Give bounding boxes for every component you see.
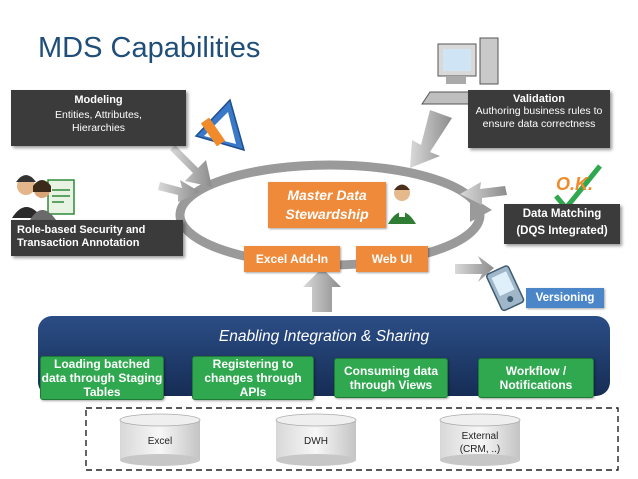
page-title: MDS Capabilities [38, 32, 261, 64]
database-label-excel: Excel [147, 436, 173, 447]
integration-box-views: Consuming data through Views [334, 358, 448, 398]
arrow-from-data-matching [460, 182, 507, 205]
integration-box-staging: Loading batched data through Staging Tab… [40, 356, 164, 400]
versioning-box: Versioning [526, 288, 604, 308]
data-matching-box: Data Matching (DQS Integrated) [504, 204, 620, 244]
modeling-heading: Modeling [74, 94, 123, 106]
cycle-arrowhead [470, 196, 492, 222]
arrow-from-versioning [455, 256, 494, 282]
validation-heading: Validation [513, 93, 565, 105]
validation-box: Validation Authoring business rules to e… [468, 90, 610, 148]
computer-clipart-icon [421, 37, 499, 105]
database-container [85, 407, 619, 471]
integration-band [38, 316, 610, 396]
modeling-description: Entities, Attributes, Hierarchies [55, 109, 142, 134]
integration-banner: Enabling Integration & Sharing [218, 328, 430, 345]
master-data-stewardship-box: Master Data Stewardship [268, 182, 386, 228]
database-dwh [275, 413, 357, 466]
arrow-from-validation [410, 110, 452, 168]
arrow-from-security [158, 180, 200, 202]
steward-person-icon [388, 184, 416, 224]
validation-description: Authoring business rules to ensure data … [475, 105, 603, 130]
excel-addin-button[interactable]: Excel Add-In [244, 246, 340, 272]
data-matching-title: Data Matching [522, 208, 602, 220]
integration-box-workflow: Workflow / Notifications [478, 358, 594, 398]
database-label-external: External (CRM, ..) [459, 431, 501, 455]
web-ui-button[interactable]: Web UI [356, 246, 428, 272]
security-box: Role-based Security and Transaction Anno… [11, 220, 183, 256]
data-matching-subtitle: (DQS Integrated) [516, 225, 608, 237]
database-label-dwh: DWH [304, 436, 328, 447]
versioning-clipart-icon [486, 265, 525, 312]
integration-box-apis: Registering to changes through APIs [192, 356, 314, 400]
modeling-clipart-icon [194, 98, 246, 152]
svg-text:O.K.: O.K. [556, 174, 593, 194]
security-clipart-icon [12, 175, 75, 220]
arrow-from-integration [303, 268, 341, 312]
ok-checkmark-icon: O.K. [554, 164, 602, 212]
database-external [439, 413, 521, 466]
modeling-box: Modeling Entities, Attributes, Hierarchi… [11, 90, 186, 146]
database-excel [119, 413, 201, 466]
arrow-from-modeling [170, 145, 212, 187]
